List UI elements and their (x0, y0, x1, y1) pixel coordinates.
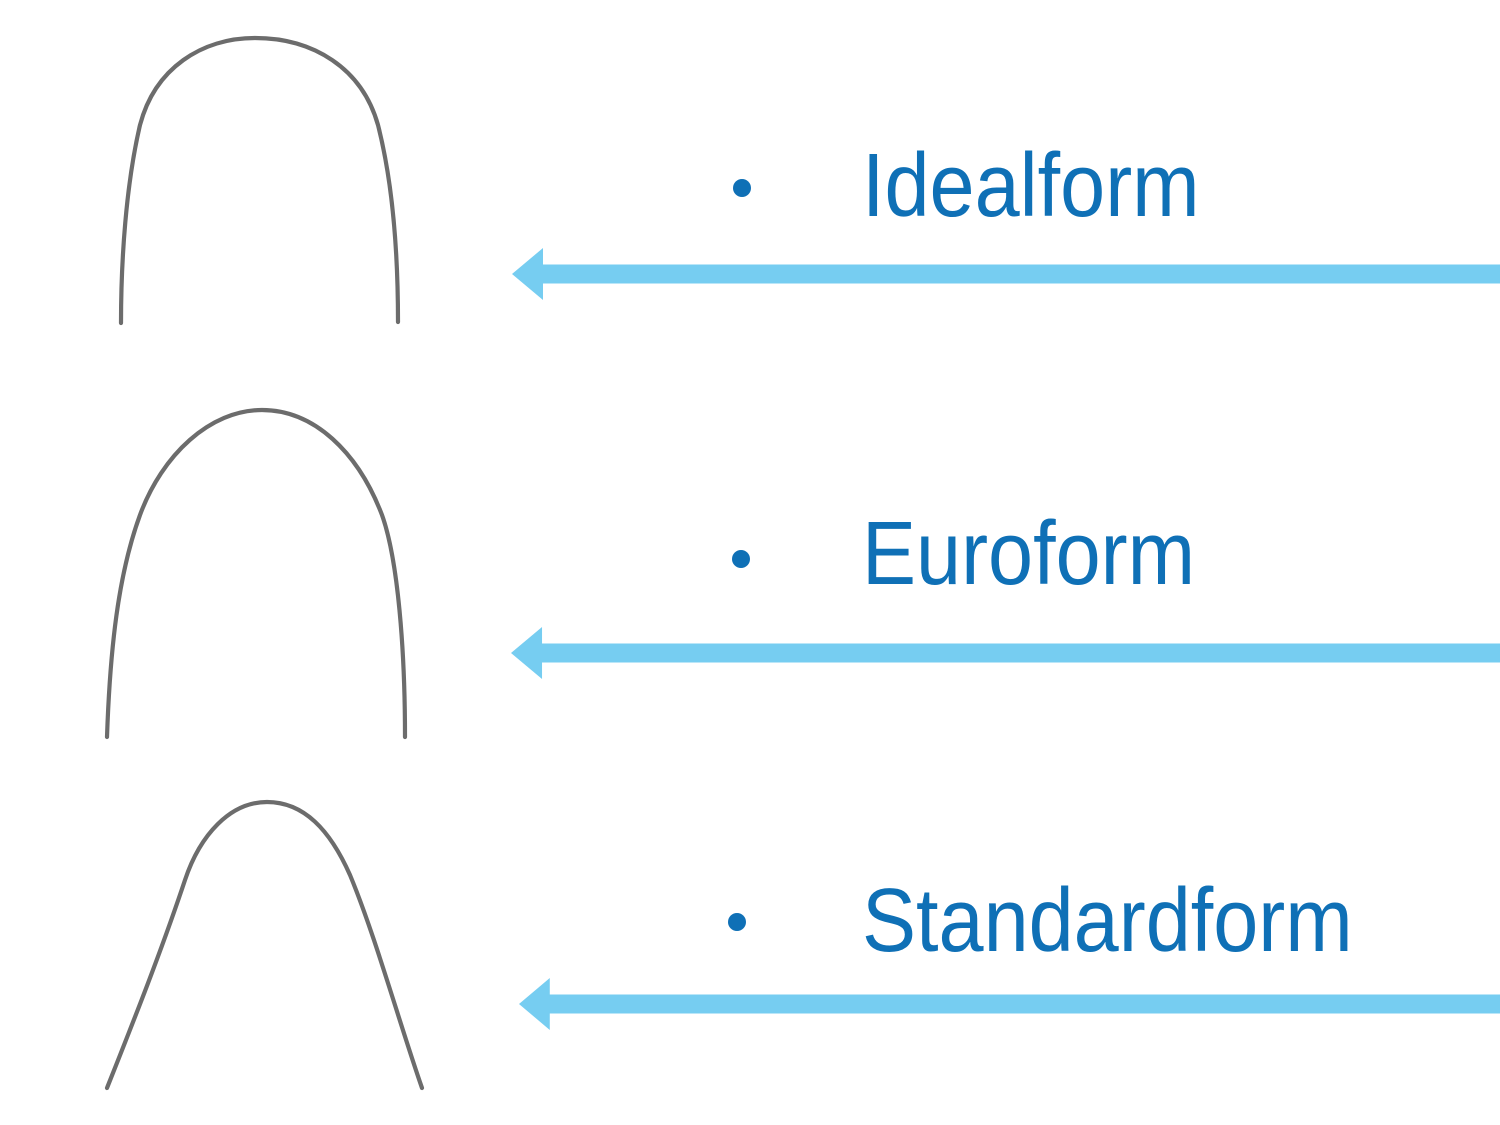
label-standardform: Standardform (862, 871, 1353, 971)
left-arrow-standardform (519, 978, 1500, 1030)
bullet-icon (728, 913, 746, 931)
left-arrow-idealform (512, 248, 1500, 300)
label-idealform: Idealform (862, 136, 1200, 236)
bullet-icon (732, 550, 750, 568)
standardform-archwire-image (104, 799, 425, 1091)
euroform-archwire-image (104, 407, 408, 740)
left-arrow-icon (511, 627, 1500, 679)
label-euroform: Euroform (862, 504, 1196, 604)
idealform-archwire-image (118, 35, 401, 326)
left-arrow-euroform (511, 627, 1500, 679)
left-arrow-icon (519, 978, 1500, 1030)
left-arrow-icon (512, 248, 1500, 300)
bullet-icon (733, 179, 751, 197)
